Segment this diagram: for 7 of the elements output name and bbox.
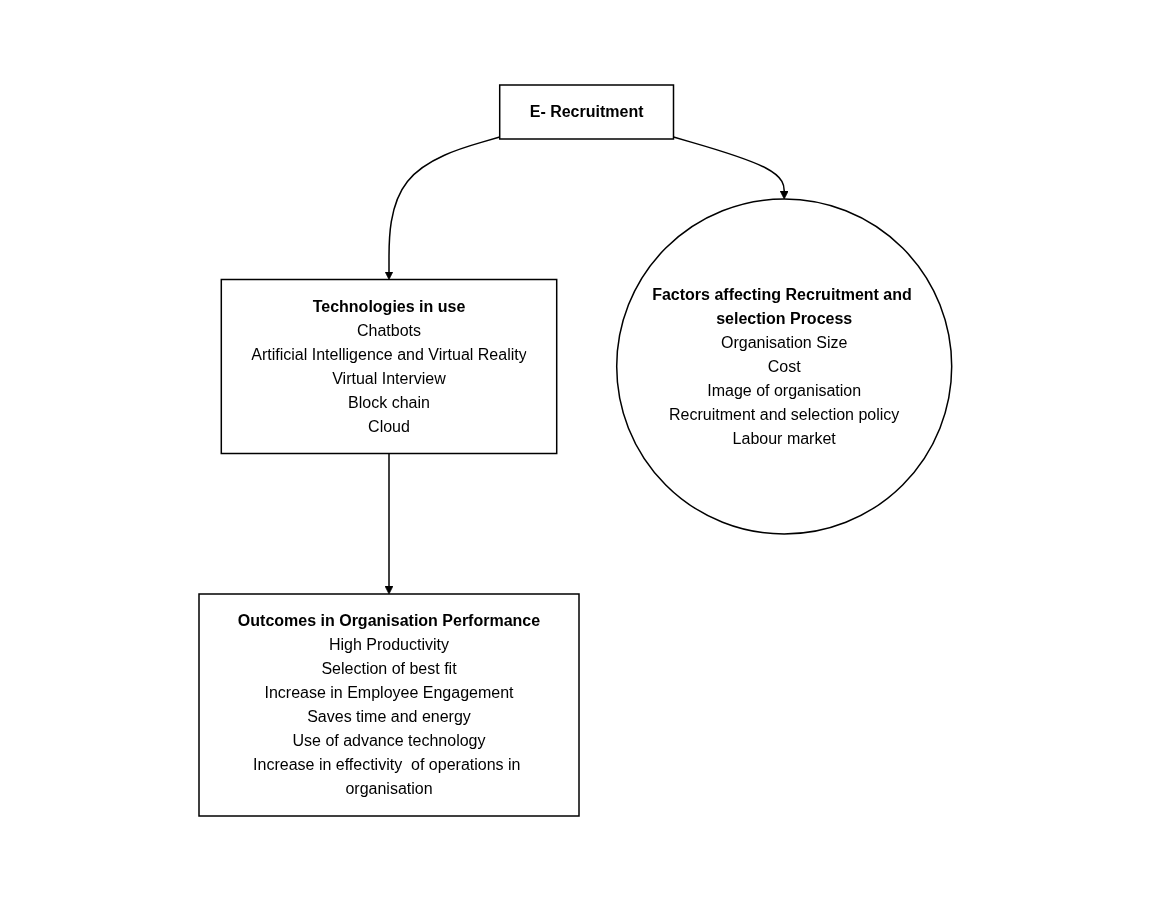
node-box: E- Recruitment: [498, 83, 674, 140]
arrow: [384, 135, 501, 280]
arrow: [384, 452, 394, 594]
node-box: Technologies in use Chatbots Artificial Intelligence and Virtual Reality Virtual Interview Block chain Cloud: [220, 278, 558, 454]
arrow: [672, 135, 789, 199]
node-circle: Factors affecting Recruitment and selection Process Organisation Size Cost Image of organisation Recruitment and selection policy Labour market: [615, 197, 953, 535]
node-box: Outcomes in Organisation Performance High Productivity Selection of best fit Increase in Employee Engagement Saves time and energy Use of advance technology Increase in effectivity of operations in organisation: [197, 592, 580, 817]
